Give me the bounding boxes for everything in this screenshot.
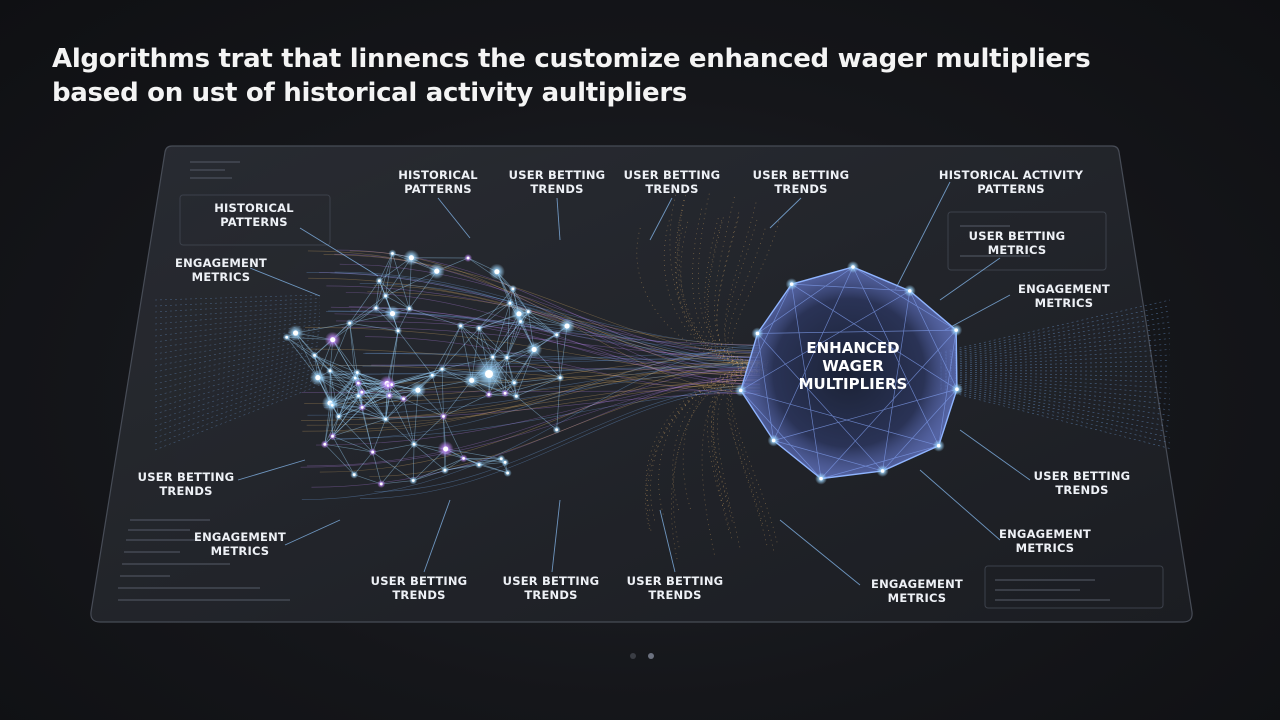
hub-label-line-1: ENHANCED: [806, 339, 900, 357]
title-line-2: based on ust of historical activity ault…: [52, 78, 688, 108]
page-title: Algorithms trat that linnencs the custom…: [52, 42, 1232, 110]
ui-block-top-left: [179, 194, 331, 246]
network-nodes: [282, 249, 576, 488]
pagination-dot-1[interactable]: [630, 653, 636, 659]
micro-text-lines: [118, 161, 1110, 601]
hub-label-line-3: MULTIPLIERS: [798, 375, 908, 393]
pagination-dots: [630, 653, 654, 659]
ui-block-bottom-right: [984, 565, 1164, 609]
panel-frame: [90, 145, 1193, 623]
title-line-1: Algorithms trat that linnencs the custom…: [52, 44, 1091, 74]
hub-label-line-2: WAGER: [822, 357, 884, 375]
pagination-dot-2[interactable]: [648, 653, 654, 659]
hub-label: ENHANCED WAGER MULTIPLIERS: [799, 339, 908, 393]
data-streams: [154, 193, 1171, 560]
ui-block-top-right: [947, 211, 1107, 271]
hub-node: [734, 261, 963, 485]
